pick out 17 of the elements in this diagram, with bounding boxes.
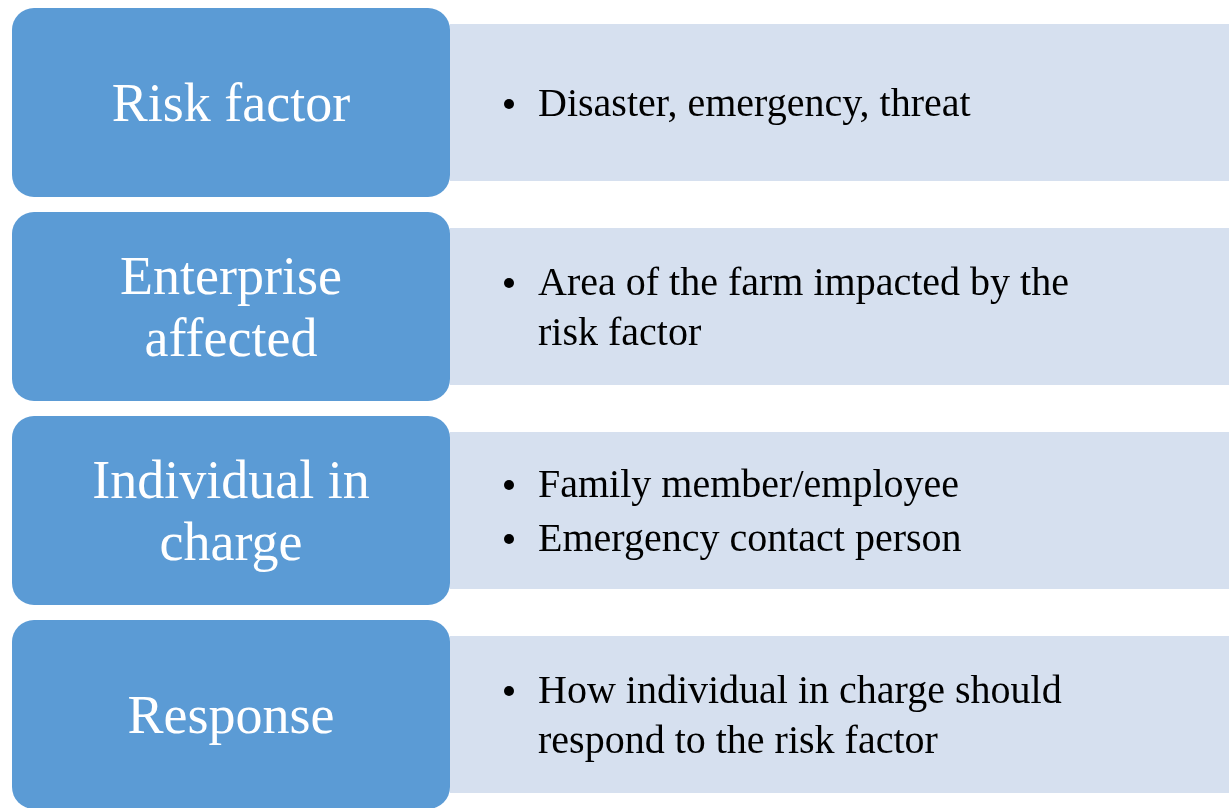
category-box <box>12 416 450 605</box>
category-box <box>12 8 450 197</box>
category-label: Enterprise affected <box>119 244 343 369</box>
category-label: Response <box>126 683 336 746</box>
category-box <box>12 212 450 401</box>
description-panel <box>450 432 1229 589</box>
category-label: Individual in charge <box>91 448 371 573</box>
bullet-text: Area of the farm impacted by the risk factor <box>538 258 1069 354</box>
description-panel <box>450 24 1229 181</box>
description-panel <box>450 636 1229 793</box>
bullet-text: Family member/employee <box>538 460 959 506</box>
bullet-text: Emergency contact person <box>538 514 962 560</box>
description-panel <box>450 228 1229 385</box>
category-label: Risk factor <box>110 71 352 134</box>
category-box <box>12 620 450 808</box>
bullet-text: How individual in charge should respond to the risk factor <box>538 666 1062 762</box>
bullet-text: Disaster, emergency, threat <box>538 79 971 125</box>
